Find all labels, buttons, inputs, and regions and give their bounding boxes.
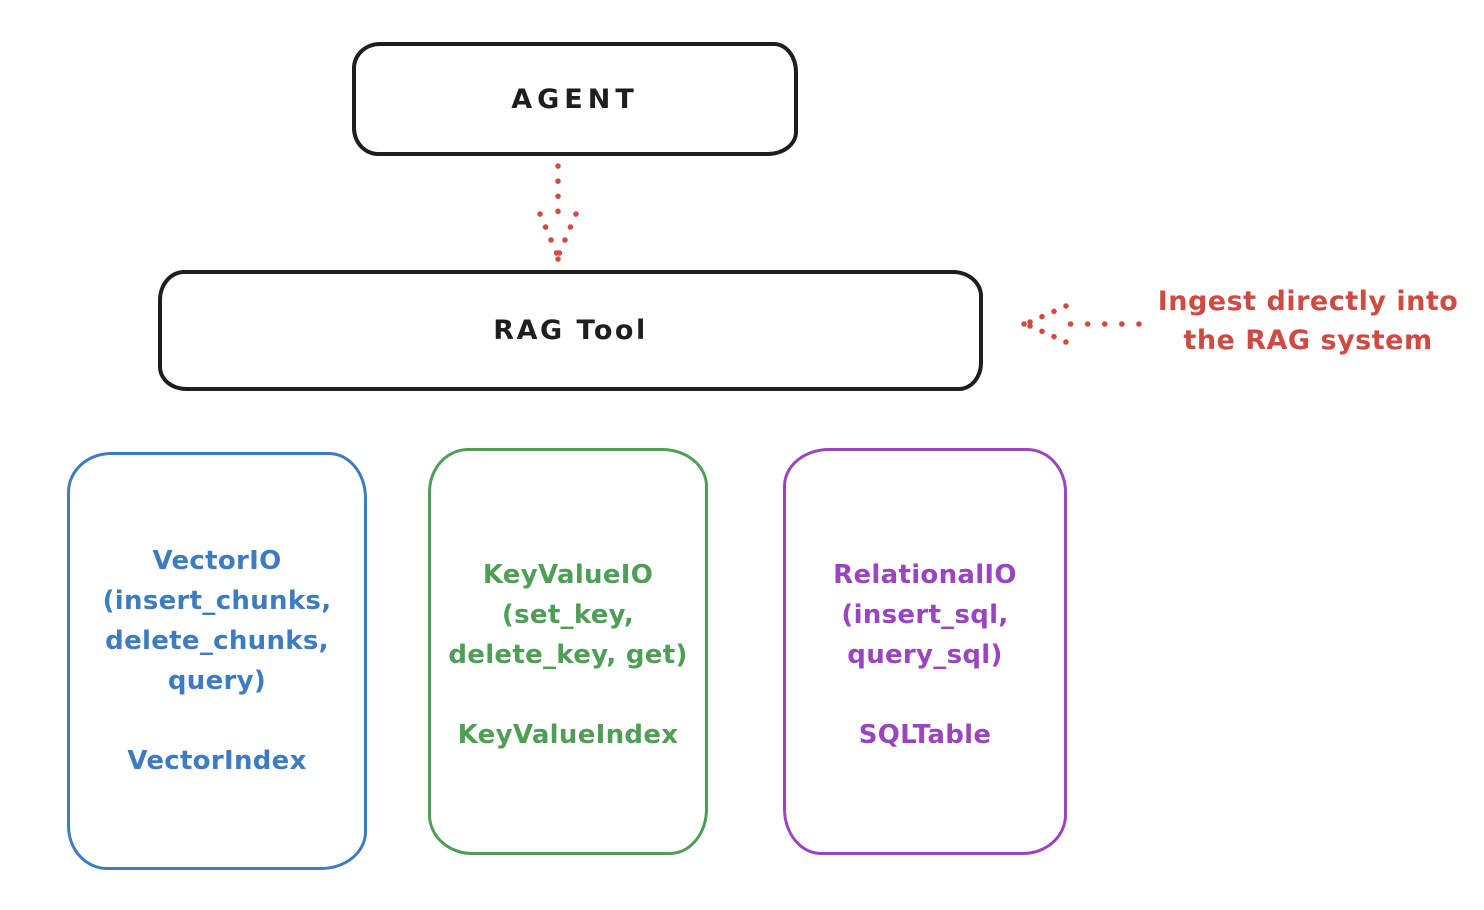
sql-table-label: SQLTable (858, 720, 992, 750)
relational-io-title: RelationalIO (833, 560, 1017, 590)
keyvalue-index-label: KeyValueIndex (457, 720, 679, 750)
keyvalue-io-methods-line: delete_key, get) (448, 640, 688, 670)
spacer (431, 675, 705, 715)
vector-io-box: VectorIO (insert_chunks, delete_chunks, … (67, 452, 367, 870)
vector-io-title: VectorIO (152, 546, 282, 576)
vector-io-methods-line: (insert_chunks, (102, 586, 332, 616)
vector-io-methods-line: delete_chunks, (105, 626, 329, 656)
spacer (786, 675, 1064, 715)
keyvalue-io-box: KeyValueIO (set_key, delete_key, get) Ke… (428, 448, 708, 855)
annotation-line-1: Ingest directly into (1157, 286, 1459, 317)
annotation-arrow-icon (1021, 303, 1142, 345)
agent-box-label: AGENT (511, 83, 639, 115)
vector-index-label: VectorIndex (127, 746, 307, 776)
agent-to-rag-arrow-icon (537, 163, 579, 262)
rag-tool-box: RAG Tool (158, 270, 983, 391)
relational-io-methods-line: (insert_sql, (841, 600, 1009, 630)
annotation-text: Ingest directly into the RAG system (1140, 282, 1476, 360)
rag-tool-box-label: RAG Tool (493, 315, 648, 346)
keyvalue-io-box-content: KeyValueIO (set_key, delete_key, get) Ke… (431, 451, 705, 755)
vector-io-methods-line: query) (167, 666, 267, 696)
keyvalue-io-methods-line: (set_key, (501, 600, 635, 630)
keyvalue-io-title: KeyValueIO (482, 560, 654, 590)
agent-box: AGENT (352, 42, 798, 156)
vector-io-box-content: VectorIO (insert_chunks, delete_chunks, … (70, 455, 364, 781)
spacer (70, 701, 364, 741)
relational-io-box-content: RelationalIO (insert_sql, query_sql) SQL… (786, 451, 1064, 755)
relational-io-methods-line: query_sql) (847, 640, 1003, 670)
relational-io-box: RelationalIO (insert_sql, query_sql) SQL… (783, 448, 1067, 855)
annotation-line-2: the RAG system (1183, 325, 1433, 356)
